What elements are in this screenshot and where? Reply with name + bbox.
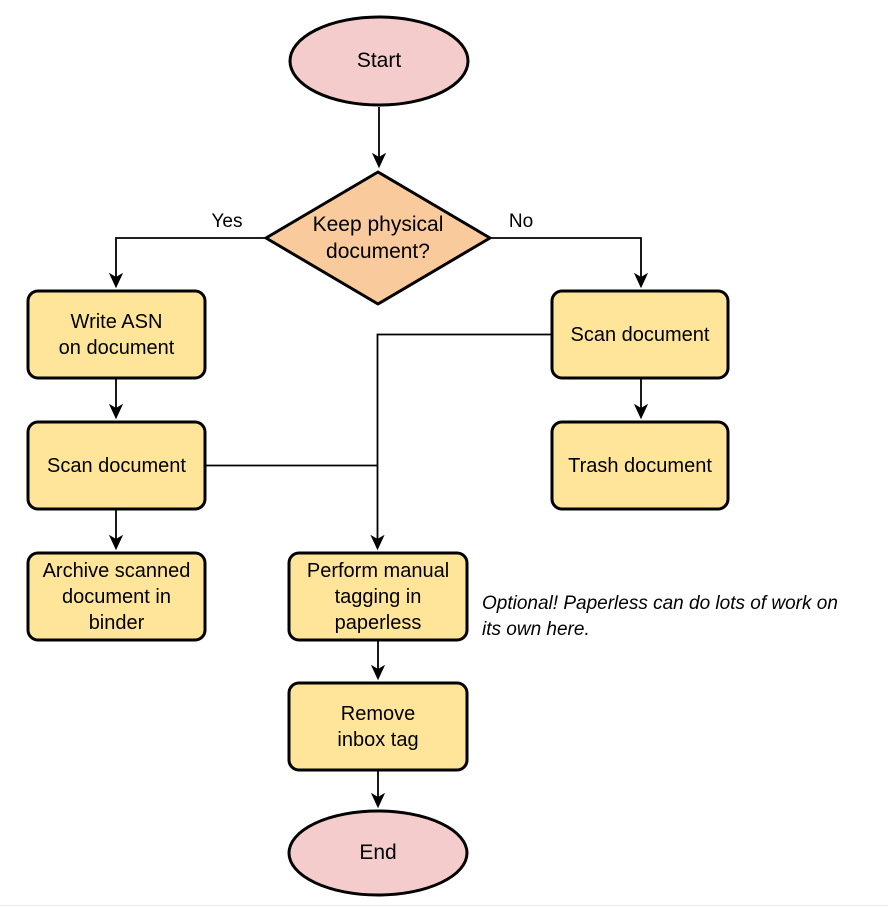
tagging-node-shape [287,551,469,642]
decision-node-shape [264,170,492,306]
write-asn-node-shape [26,289,207,380]
archive-node-shape [26,551,207,642]
edge-scanright-to-tagging [378,333,552,549]
scan-right-node-shape [550,289,730,380]
bottom-edge-line [0,905,888,906]
start-node-shape [288,15,470,107]
end-node-shape [287,809,469,897]
trash-node-shape [550,420,730,511]
remove-inbox-node-shape [287,681,469,772]
edge-decision-no [490,237,641,286]
optional-note: Optional! Paperless can do lots of work … [482,593,838,640]
edge-decision-yes [116,237,266,286]
scan-left-node-shape [26,420,207,511]
